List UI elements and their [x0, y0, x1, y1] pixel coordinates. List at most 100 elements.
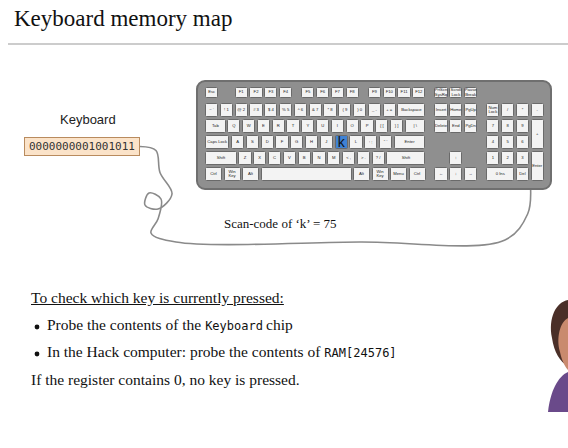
note-text: chip: [266, 316, 293, 333]
presenter-shirt: [548, 372, 568, 412]
key-cap: 8: [501, 119, 514, 133]
key-cap: Ctrl: [409, 167, 426, 181]
note-line: In the Hack computer: probe the contents…: [47, 343, 400, 361]
key-cap: Num Lock: [486, 103, 499, 117]
register-name: Keyboard: [60, 112, 140, 127]
key-cap: -: [531, 103, 544, 117]
key-cap: N: [312, 151, 325, 165]
key-cap: ↑: [449, 151, 462, 165]
note-line: To check which key is currently pressed:: [31, 289, 288, 307]
bullet-dot: [35, 352, 40, 357]
key-cap: Tab: [205, 119, 226, 133]
key-cap: < ,: [342, 151, 355, 165]
key-cap: F4: [279, 87, 292, 98]
keyboard-illustration: EscF1F2F3F4F5F6F7F8F9F10F11F12PrtScn Sys…: [196, 80, 552, 190]
key-cap: ↓: [449, 167, 462, 181]
key-cap: PgDn: [464, 119, 477, 133]
key-cap: Scroll Lock: [449, 87, 462, 98]
key-cap: $ 4: [264, 103, 277, 117]
register-box: Keyboard 0000000001001011: [24, 112, 140, 156]
key-cap: M: [327, 151, 340, 165]
key-cap: F12: [412, 87, 425, 98]
key-cap: C: [268, 151, 281, 165]
key-cap: *: [516, 103, 529, 117]
key-cap: →: [464, 167, 477, 181]
key-cap: +: [531, 119, 544, 149]
key-cap: F5: [301, 87, 314, 98]
key-cap: ) 0: [353, 103, 366, 117]
space-bar-key: [261, 167, 352, 181]
note-line: If the register contains 0, no key is pr…: [31, 371, 304, 389]
key-cap: Win Key: [372, 167, 389, 181]
key-cap: 9: [516, 119, 529, 133]
key-cap: Menu: [390, 167, 407, 181]
key-cap: + =: [383, 103, 396, 117]
key-cap: ←: [434, 167, 447, 181]
note-text: Probe the contents of the: [47, 316, 201, 333]
page-title: Keyboard memory map: [14, 6, 232, 32]
key-cap: E: [257, 119, 270, 133]
key-cap: { [: [375, 119, 388, 133]
key-cap: F11: [397, 87, 410, 98]
key-cap: ~ `: [205, 103, 218, 117]
key-cap: # 3: [249, 103, 262, 117]
key-cap: Shift: [205, 151, 237, 165]
key-cap: F9: [368, 87, 381, 98]
key-cap: V: [283, 151, 296, 165]
note-text: If the register contains 0, no key is pr…: [31, 371, 300, 388]
key-cap: S: [246, 135, 259, 149]
key-cap: Y: [301, 119, 314, 133]
key-cap: Pause Break: [464, 87, 477, 98]
register-value: 0000000001001011: [24, 137, 140, 156]
code-term: RAM[24576]: [324, 346, 396, 360]
key-cap: Q: [227, 119, 240, 133]
key-cap: Delete: [434, 119, 447, 133]
key-cap: Del: [516, 167, 529, 181]
presenter-face: [558, 318, 568, 370]
key-cap: 2: [501, 151, 514, 165]
key-cap: F2: [249, 87, 262, 98]
key-cap: @ 2: [235, 103, 248, 117]
key-cap: W: [242, 119, 255, 133]
key-cap: T: [286, 119, 299, 133]
key-cap: Insert: [434, 103, 447, 117]
key-cap: _ -: [368, 103, 381, 117]
key-cap: k: [335, 135, 348, 149]
key-cap: & 7: [309, 103, 322, 117]
key-cap: ^ 6: [294, 103, 307, 117]
key-cap: Ctrl: [205, 167, 222, 181]
edge-label: Scan-code of ‘k’ = 75: [224, 216, 337, 232]
key-cap: D: [261, 135, 274, 149]
key-cap: ! 1: [220, 103, 233, 117]
key-cap: ? /: [372, 151, 385, 165]
key-cap: Backspace: [397, 103, 425, 117]
key-cap: } ]: [390, 119, 403, 133]
key-cap: F8: [346, 87, 359, 98]
key-cap: | \: [405, 119, 426, 133]
key-cap: X: [253, 151, 266, 165]
key-cap: End: [449, 119, 462, 133]
key-cap: R: [272, 119, 285, 133]
key-cap: J: [320, 135, 333, 149]
note-text: To check which key is currently pressed:: [31, 289, 284, 306]
key-cap: F10: [383, 87, 396, 98]
key-cap: 7: [486, 119, 499, 133]
key-cap: 6: [516, 135, 529, 149]
key-cap: O: [346, 119, 359, 133]
key-cap: Win Key: [224, 167, 241, 181]
code-term: Keyboard: [205, 319, 263, 333]
key-cap: Z: [238, 151, 251, 165]
title-rule: [8, 43, 568, 44]
key-cap: /: [501, 103, 514, 117]
key-cap: A: [231, 135, 244, 149]
key-cap: U: [316, 119, 329, 133]
key-cap: Shift: [386, 151, 425, 165]
key-cap: ( 9: [338, 103, 351, 117]
key-cap: P: [360, 119, 373, 133]
key-cap: G: [290, 135, 303, 149]
key-cap: Esc: [205, 87, 218, 98]
key-cap: PrtScn SysRq: [434, 87, 447, 98]
bullet-dot: [35, 325, 40, 330]
key-cap: 4: [486, 135, 499, 149]
